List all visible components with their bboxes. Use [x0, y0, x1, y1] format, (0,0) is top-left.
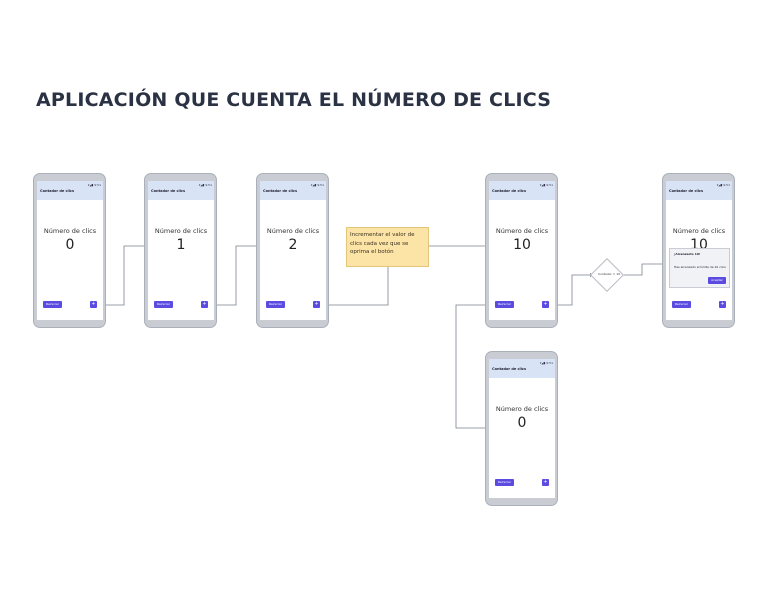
plus-button[interactable]: +: [542, 301, 549, 308]
counter-value: 10: [513, 237, 531, 253]
plus-button[interactable]: +: [201, 301, 208, 308]
plus-button[interactable]: +: [719, 301, 726, 308]
connector-2-note: [320, 267, 389, 306]
connector-10-decision: [549, 274, 591, 306]
app-title: Contador de clics: [151, 189, 186, 193]
counter-value: 1: [176, 237, 186, 253]
counter-label: Número de clics: [495, 227, 549, 235]
plus-button[interactable]: +: [313, 301, 320, 308]
reset-button[interactable]: Reiniciar: [154, 301, 173, 308]
dialog-message: Has alcanzado el límite de 10 clics: [674, 265, 726, 269]
plus-button[interactable]: +: [542, 479, 549, 486]
status-bar: ▾◢▮ 9:51: [539, 183, 553, 187]
page-title: APLICACIÓN QUE CUENTA EL NÚMERO DE CLICS: [36, 89, 552, 111]
phone-screen-3: ▾◢▮ 9:51 Contador de clics Número de cli…: [256, 173, 329, 328]
counter-value: 2: [288, 237, 298, 253]
phone-screen-5: ▾◢▮ 9:51 Contador de clics Número de cli…: [485, 351, 558, 506]
app-title: Contador de clics: [40, 189, 75, 193]
reset-button[interactable]: Reiniciar: [672, 301, 691, 308]
reset-button[interactable]: Reiniciar: [495, 479, 514, 486]
status-bar: ▾◢▮ 9:51: [539, 361, 553, 365]
decision-label: Contador = 10: [597, 272, 621, 276]
app-bar: ▾◢▮ 9:51 Contador de clics: [666, 181, 732, 200]
counter-label: Número de clics: [495, 405, 549, 413]
screen: ▾◢▮ 9:51 Contador de clics Número de cli…: [666, 181, 732, 320]
app-title: Contador de clics: [669, 189, 704, 193]
phone-screen-2: ▾◢▮ 9:51 Contador de clics Número de cli…: [144, 173, 217, 328]
screen: ▾◢▮ 9:51 Contador de clics Número de cli…: [148, 181, 214, 320]
status-bar: ▾◢▮ 9:51: [716, 183, 730, 187]
counter-label: Número de clics: [43, 227, 97, 235]
app-bar: ▾◢▮ 9:51 Contador de clics: [148, 181, 214, 200]
dialog-ok-button[interactable]: Aceptar: [708, 277, 726, 284]
counter-value: 0: [517, 415, 527, 431]
reset-button[interactable]: Reiniciar: [495, 301, 514, 308]
screen: ▾◢▮ 9:51 Contador de clics Número de cli…: [37, 181, 103, 320]
counter-value: 0: [65, 237, 75, 253]
phone-screen-1: ▾◢▮ 9:51 Contador de clics Número de cli…: [33, 173, 106, 328]
app-title: Contador de clics: [492, 189, 527, 193]
screen: ▾◢▮ 9:51 Contador de clics Número de cli…: [489, 359, 555, 498]
reset-button[interactable]: Reiniciar: [266, 301, 285, 308]
sticky-note: Incrementar el valor de clics cada vez q…: [346, 227, 429, 267]
app-bar: ▾◢▮ 9:51 Contador de clics: [260, 181, 326, 200]
phone-screen-6: ▾◢▮ 9:51 Contador de clics Número de cli…: [662, 173, 735, 328]
phone-screen-4: ▾◢▮ 9:51 Contador de clics Número de cli…: [485, 173, 558, 328]
status-bar: ▾◢▮ 9:51: [87, 183, 101, 187]
plus-button[interactable]: +: [90, 301, 97, 308]
status-bar: ▾◢▮ 9:51: [198, 183, 212, 187]
alert-dialog: ¡Alcanzaste 10! Has alcanzado el límite …: [669, 248, 730, 288]
screen: ▾◢▮ 9:51 Contador de clics Número de cli…: [489, 181, 555, 320]
screen: ▾◢▮ 9:51 Contador de clics Número de cli…: [260, 181, 326, 320]
dialog-title: ¡Alcanzaste 10!: [674, 252, 701, 256]
counter-label: Número de clics: [154, 227, 208, 235]
connector-decision-dialog: [623, 263, 668, 276]
reset-button[interactable]: Reiniciar: [43, 301, 62, 308]
app-bar: ▾◢▮ 9:51 Contador de clics: [37, 181, 103, 200]
status-bar: ▾◢▮ 9:51: [310, 183, 324, 187]
app-title: Contador de clics: [492, 367, 527, 371]
app-bar: ▾◢▮ 9:51 Contador de clics: [489, 181, 555, 200]
counter-label: Número de clics: [672, 227, 726, 235]
app-title: Contador de clics: [263, 189, 298, 193]
app-bar: ▾◢▮ 9:51 Contador de clics: [489, 359, 555, 378]
counter-label: Número de clics: [266, 227, 320, 235]
